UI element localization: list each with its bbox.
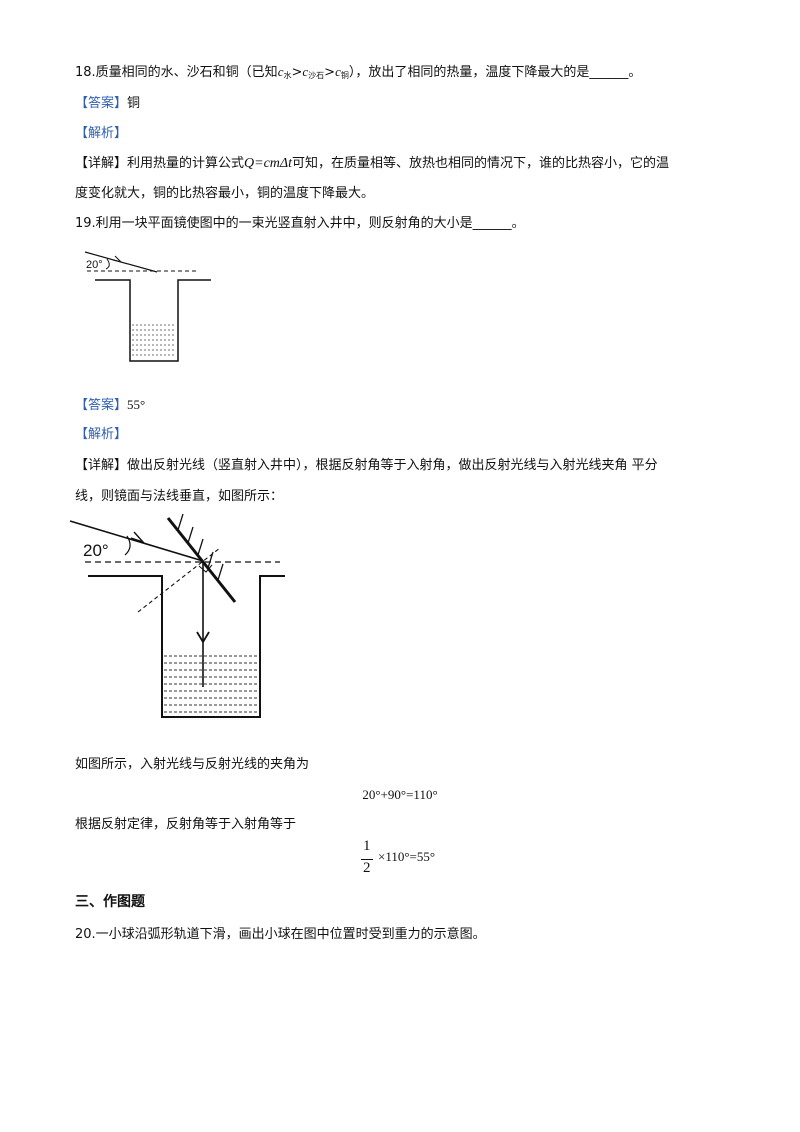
q18-detail-line2: 度变化就大，铜的比热容最小，铜的温度下降最大。	[75, 186, 375, 201]
right-angle-mark	[198, 564, 213, 573]
q18-detail-line1: 【详解】利用热量的计算公式Q=cmΔt可知，在质量相等、放热也相同的情况下，谁的…	[75, 156, 670, 171]
q20-stem: 20.一小球沿弧形轨道下滑，画出小球在图中位置时受到重力的示意图。	[75, 927, 486, 942]
mirror-hatching	[177, 513, 224, 581]
q19-figure-mirror-solution: 20°	[69, 513, 285, 718]
q19-detail-line2: 线，则镜面与法线垂直，如图所示：	[75, 489, 284, 504]
q18-answer: 【答案】铜	[75, 96, 141, 111]
q19-stem: 19.利用一块平面镜使图中的一束光竖直射入井中，则反射角的大小是______。	[75, 216, 525, 231]
section-heading: 三、作图题	[75, 894, 145, 910]
angle-label: 20°	[83, 541, 109, 560]
q18-stem: 18.质量相同的水、沙石和铜（已知c水>c沙石>c铜），放出了相同的热量，温度下…	[75, 64, 642, 80]
well-outline	[95, 279, 211, 362]
angle-arc	[124, 535, 131, 556]
ray-arrow-icon	[130, 531, 146, 544]
q19-answer: 【答案】55°	[75, 397, 146, 413]
normal-line	[137, 547, 221, 613]
q19-equation2: 1 2 ×110°=55°	[361, 838, 436, 876]
fraction-bar	[361, 859, 373, 860]
q19-explain-line2: 根据反射定律，反射角等于入射角等于	[75, 817, 297, 832]
water	[164, 655, 258, 713]
angle-label: 20°	[86, 259, 103, 271]
q19-figure-well: 20°	[84, 251, 211, 362]
ray-arrow-icon	[112, 255, 123, 263]
well-outline	[88, 575, 285, 718]
q19-analysis-tag: 【解析】	[75, 427, 128, 442]
angle-arc	[105, 258, 110, 270]
q19-equation1: 20°+90°=110°	[362, 787, 438, 802]
q19-explain-line1: 如图所示，入射光线与反射光线的夹角为	[75, 757, 310, 772]
fraction-numerator: 1	[363, 838, 371, 854]
q19-detail-line1: 【详解】做出反射光线（竖直射入井中），根据反射角等于入射角，做出反射光线与入射光…	[75, 458, 658, 473]
incident-ray	[69, 520, 204, 562]
water	[132, 324, 176, 356]
down-arrow-icon	[196, 631, 210, 644]
fraction-denominator: 2	[363, 860, 371, 876]
plane-mirror	[166, 517, 237, 603]
q18-analysis-tag: 【解析】	[75, 126, 128, 141]
